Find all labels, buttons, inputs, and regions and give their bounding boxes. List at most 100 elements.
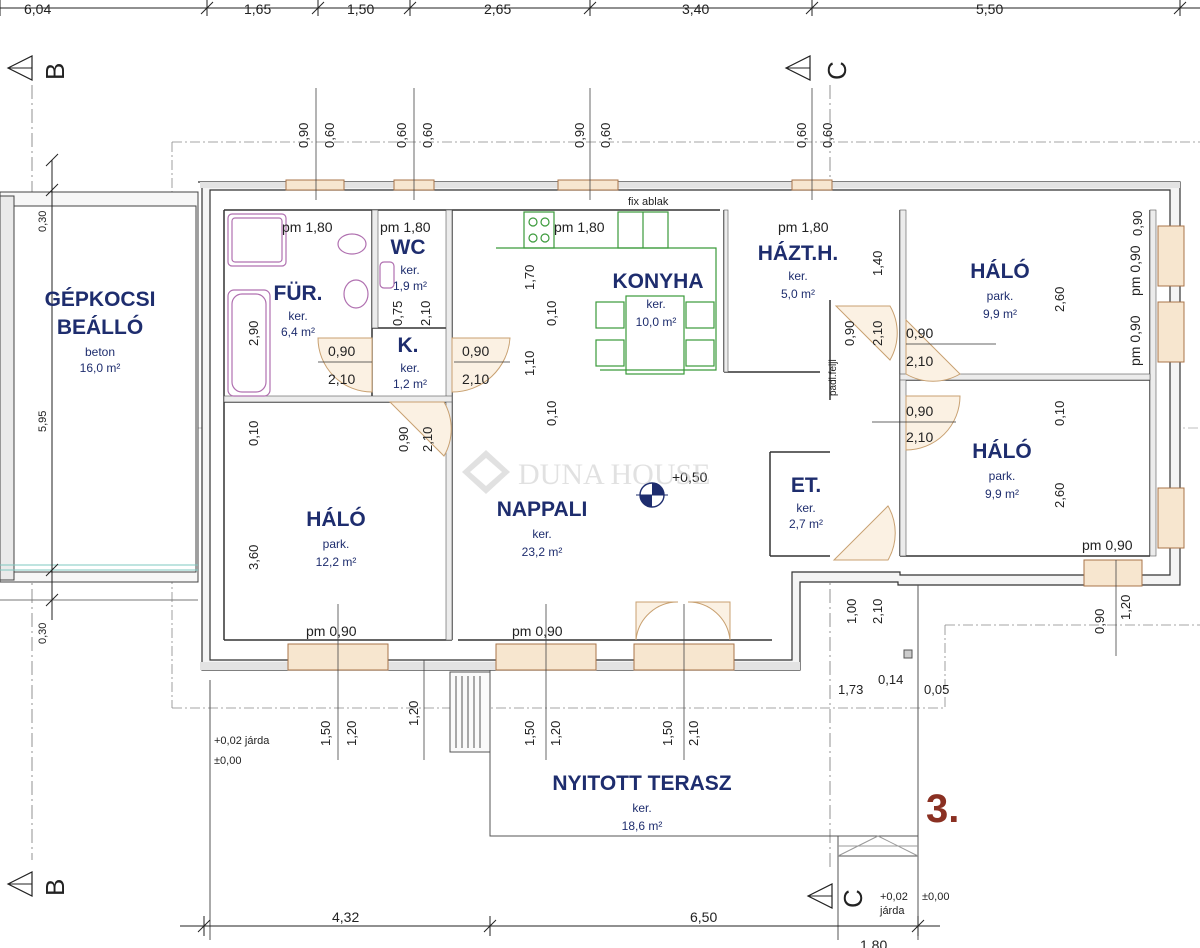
svg-text:0,90: 0,90 [906, 325, 933, 341]
svg-text:1,20: 1,20 [344, 721, 359, 746]
svg-text:0,10: 0,10 [544, 401, 559, 426]
svg-text:1,20: 1,20 [406, 701, 421, 726]
bottom-dim-1: 4,32 [332, 909, 359, 925]
house-walls [198, 181, 1181, 671]
svg-text:12,2 m²: 12,2 m² [316, 555, 357, 569]
svg-text:ker.: ker. [400, 263, 419, 277]
svg-text:23,2 m²: 23,2 m² [522, 545, 563, 559]
level-marker [636, 482, 668, 508]
svg-text:pm 0,90: pm 0,90 [306, 623, 357, 639]
svg-text:0,05: 0,05 [924, 682, 949, 697]
svg-text:0,60: 0,60 [420, 123, 435, 148]
sheet-number: 3. [926, 787, 959, 831]
top-dim-6: 5,50 [976, 1, 1003, 17]
svg-text:0,60: 0,60 [394, 123, 409, 148]
svg-text:1,10: 1,10 [522, 351, 537, 376]
svg-text:0,90: 0,90 [906, 403, 933, 419]
svg-text:HÁZT.H.: HÁZT.H. [758, 242, 839, 265]
svg-text:GÉPKOCSI: GÉPKOCSI [45, 288, 156, 311]
carport-dim-595: 5,95 [37, 411, 49, 432]
section-marker-c-bottom: C [806, 883, 868, 909]
svg-text:NYITOTT TERASZ: NYITOTT TERASZ [552, 772, 731, 795]
svg-text:2,90: 2,90 [246, 321, 261, 346]
walkway-level-left: +0,02 járda [214, 735, 270, 747]
kitchen-fixtures [496, 211, 717, 375]
bathroom-fixtures [227, 213, 395, 397]
carport-dims [45, 153, 59, 620]
svg-text:ker.: ker. [288, 309, 307, 323]
svg-text:2,10: 2,10 [906, 429, 933, 445]
svg-text:0,60: 0,60 [794, 123, 809, 148]
room-bedroom-east: HÁLÓ park. 9,9 m² [972, 439, 1032, 501]
carport-dim-030b: 0,30 [37, 623, 49, 644]
top-dim-5: 3,40 [682, 1, 709, 17]
svg-text:0,90: 0,90 [1092, 609, 1107, 634]
svg-text:1,2 m²: 1,2 m² [393, 377, 427, 391]
section-marker-b-top: B [6, 55, 70, 81]
section-marker-c-top: C [784, 55, 852, 81]
ground-level-left: ±0,00 [214, 755, 241, 767]
svg-text:0,60: 0,60 [322, 123, 337, 148]
svg-text:pm 1,80: pm 1,80 [282, 219, 333, 235]
svg-text:0,10: 0,10 [1052, 401, 1067, 426]
svg-text:2,10: 2,10 [418, 301, 433, 326]
svg-text:WC: WC [391, 236, 426, 259]
svg-text:1,20: 1,20 [548, 721, 563, 746]
svg-text:10,0 m²: 10,0 m² [636, 315, 677, 329]
svg-text:2,10: 2,10 [906, 353, 933, 369]
bottom-dim-3: 1,80 [860, 937, 887, 948]
svg-text:FÜR.: FÜR. [274, 282, 323, 305]
svg-text:0,90: 0,90 [842, 321, 857, 346]
svg-text:1,50: 1,50 [660, 721, 675, 746]
room-living: NAPPALI ker. 23,2 m² [497, 498, 588, 559]
svg-text:2,10: 2,10 [420, 427, 435, 452]
svg-text:C: C [838, 889, 868, 908]
svg-text:NAPPALI: NAPPALI [497, 498, 588, 521]
svg-text:3,60: 3,60 [246, 545, 261, 570]
svg-text:pm 0,90: pm 0,90 [1127, 245, 1143, 296]
svg-text:park.: park. [987, 289, 1014, 303]
svg-text:2,10: 2,10 [870, 321, 885, 346]
svg-text:B: B [40, 879, 70, 896]
svg-text:0,14: 0,14 [878, 672, 903, 687]
svg-text:0,90: 0,90 [296, 123, 311, 148]
svg-text:1,20: 1,20 [1118, 595, 1133, 620]
svg-text:1,50: 1,50 [318, 721, 333, 746]
room-utility: HÁZT.H. ker. 5,0 m² [758, 242, 839, 301]
svg-text:0,75: 0,75 [390, 301, 405, 326]
level-text: +0,50 [672, 469, 708, 485]
svg-text:1,73: 1,73 [838, 682, 863, 697]
svg-text:2,10: 2,10 [686, 721, 701, 746]
svg-text:HÁLÓ: HÁLÓ [970, 259, 1030, 283]
svg-text:1,70: 1,70 [522, 265, 537, 290]
svg-text:0,10: 0,10 [246, 421, 261, 446]
svg-text:0,90: 0,90 [328, 343, 355, 359]
room-kitchen: KONYHA ker. 10,0 m² [612, 270, 703, 329]
svg-text:1,50: 1,50 [522, 721, 537, 746]
svg-text:2,10: 2,10 [328, 371, 355, 387]
room-hall: K. ker. 1,2 m² [393, 334, 427, 391]
svg-text:9,9 m²: 9,9 m² [983, 307, 1017, 321]
svg-text:DUNA HOUSE: DUNA HOUSE [518, 458, 711, 491]
svg-text:0,90: 0,90 [572, 123, 587, 148]
window-dim-lines [315, 88, 1117, 760]
svg-text:2,10: 2,10 [870, 599, 885, 624]
top-dim-2: 1,65 [244, 1, 271, 17]
carport-dim-030: 0,30 [37, 211, 49, 232]
svg-text:2,60: 2,60 [1052, 483, 1067, 508]
top-dim-3: 1,50 [347, 1, 374, 17]
room-terrace: NYITOTT TERASZ ker. 18,6 m² [552, 772, 731, 833]
svg-text:B: B [40, 63, 70, 80]
section-marker-b-bottom: B [6, 871, 70, 897]
svg-text:1,00: 1,00 [844, 599, 859, 624]
room-garage: GÉPKOCSI BEÁLLÓ beton 16,0 m² [45, 288, 156, 375]
door-dimensions: 0,90 2,10 0,90 2,10 0,90 2,10 0,90 2,10 [318, 325, 996, 445]
fix-window-label: fix ablak [628, 196, 669, 208]
svg-text:16,0 m²: 16,0 m² [80, 361, 121, 375]
svg-text:0,90: 0,90 [462, 343, 489, 359]
svg-text:0,90: 0,90 [396, 427, 411, 452]
room-bedroom-northeast: HÁLÓ park. 9,9 m² [970, 259, 1030, 321]
svg-text:pm 1,80: pm 1,80 [554, 219, 605, 235]
inner-dimensions: 2,90 3,60 0,10 0,75 2,10 0,90 2,10 1,70 … [246, 251, 1067, 697]
svg-text:9,9 m²: 9,9 m² [985, 487, 1019, 501]
